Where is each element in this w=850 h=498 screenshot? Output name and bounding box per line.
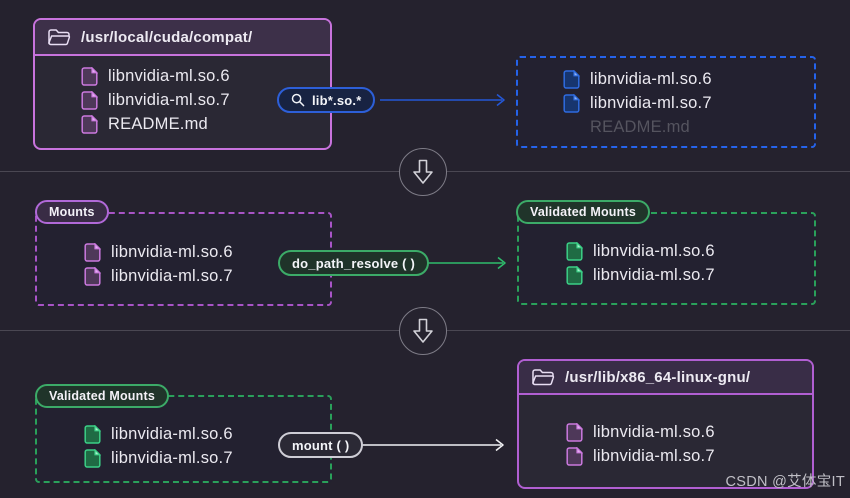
file-list: libnvidia-ml.so.6 libnvidia-ml.so.7 xyxy=(519,395,812,468)
file-list: libnvidia-ml.so.6 libnvidia-ml.so.7 xyxy=(37,397,330,470)
file-row: libnvidia-ml.so.6 xyxy=(563,68,814,91)
file-name: libnvidia-ml.so.7 xyxy=(111,267,233,285)
source-directory-box: /usr/local/cuda/compat/ libnvidia-ml.so.… xyxy=(33,18,332,150)
directory-path: /usr/local/cuda/compat/ xyxy=(81,28,253,46)
file-icon xyxy=(81,91,98,110)
mounts-tag: Mounts xyxy=(35,200,109,224)
file-name: libnvidia-ml.so.6 xyxy=(593,423,715,441)
file-icon xyxy=(84,449,101,468)
file-row: libnvidia-ml.so.6 xyxy=(566,421,812,444)
watermark: CSDN @艾体宝IT xyxy=(725,474,845,490)
folder-icon xyxy=(532,368,555,385)
file-icon xyxy=(81,67,98,86)
file-name: libnvidia-ml.so.6 xyxy=(111,243,233,261)
file-row: libnvidia-ml.so.6 xyxy=(84,423,330,446)
validated-mounts-tag: Validated Mounts xyxy=(35,384,169,408)
filtered-files-box: libnvidia-ml.so.6 libnvidia-ml.so.7 READ… xyxy=(516,56,816,148)
file-name: libnvidia-ml.so.7 xyxy=(111,449,233,467)
file-list: libnvidia-ml.so.6 libnvidia-ml.so.7 xyxy=(37,214,330,288)
file-name: libnvidia-ml.so.7 xyxy=(108,91,230,109)
flow-arrow-green xyxy=(417,256,506,270)
validated-mounts-tag-label: Validated Mounts xyxy=(49,389,155,403)
file-row: libnvidia-ml.so.7 xyxy=(566,264,814,287)
directory-path: /usr/lib/x86_64-linux-gnu/ xyxy=(565,368,751,386)
glob-filter-label: lib*.so.* xyxy=(312,92,362,108)
file-row: libnvidia-ml.so.6 xyxy=(566,240,814,263)
file-name: libnvidia-ml.so.7 xyxy=(593,266,715,284)
validated-mounts-tag-label: Validated Mounts xyxy=(530,205,636,219)
file-icon xyxy=(563,94,580,113)
file-name: README.md xyxy=(590,118,690,136)
file-name: README.md xyxy=(108,115,208,133)
directory-header: /usr/local/cuda/compat/ xyxy=(35,20,330,56)
file-icon xyxy=(566,423,583,442)
file-icon xyxy=(563,70,580,89)
flow-arrow-white xyxy=(353,438,504,452)
file-icon xyxy=(84,267,101,286)
file-list: libnvidia-ml.so.6 libnvidia-ml.so.7 READ… xyxy=(518,58,814,139)
file-icon xyxy=(81,115,98,134)
file-name: libnvidia-ml.so.6 xyxy=(593,242,715,260)
validated-mounts-tag: Validated Mounts xyxy=(516,200,650,224)
resolve-function-pill: do_path_resolve ( ) xyxy=(278,250,429,276)
file-name: libnvidia-ml.so.6 xyxy=(108,67,230,85)
file-name: libnvidia-ml.so.7 xyxy=(593,447,715,465)
down-arrow-icon xyxy=(413,159,433,184)
file-icon xyxy=(566,447,583,466)
folder-icon xyxy=(48,28,71,45)
file-row: libnvidia-ml.so.7 xyxy=(84,265,330,288)
file-name: libnvidia-ml.so.6 xyxy=(590,70,712,88)
file-row: README.md xyxy=(81,113,330,136)
target-directory-box: /usr/lib/x86_64-linux-gnu/ libnvidia-ml.… xyxy=(517,359,814,489)
file-row: libnvidia-ml.so.7 xyxy=(566,445,812,468)
file-icon xyxy=(84,425,101,444)
file-row: libnvidia-ml.so.7 xyxy=(84,447,330,470)
step-down-badge-2 xyxy=(399,307,447,355)
search-icon xyxy=(291,93,305,107)
file-row: libnvidia-ml.so.6 xyxy=(81,65,330,88)
file-icon xyxy=(84,243,101,262)
file-row: libnvidia-ml.so.7 xyxy=(563,92,814,115)
step-down-badge-1 xyxy=(399,148,447,196)
file-name: libnvidia-ml.so.7 xyxy=(590,94,712,112)
mount-function-label: mount ( ) xyxy=(292,437,350,453)
excluded-file-row: README.md xyxy=(563,116,814,139)
mount-function-pill: mount ( ) xyxy=(278,432,364,458)
glob-filter-pill: lib*.so.* xyxy=(277,87,376,113)
file-name: libnvidia-ml.so.6 xyxy=(111,425,233,443)
validated-mounts-box: libnvidia-ml.so.6 libnvidia-ml.so.7 xyxy=(35,395,332,483)
validated-mounts-box: libnvidia-ml.so.6 libnvidia-ml.so.7 xyxy=(517,212,816,305)
file-icon xyxy=(566,242,583,261)
file-row: libnvidia-ml.so.7 xyxy=(81,89,330,112)
directory-header: /usr/lib/x86_64-linux-gnu/ xyxy=(519,361,812,395)
mounts-tag-label: Mounts xyxy=(49,205,95,219)
file-list: libnvidia-ml.so.6 libnvidia-ml.so.7 READ… xyxy=(35,56,330,136)
file-icon xyxy=(566,266,583,285)
resolve-function-label: do_path_resolve ( ) xyxy=(292,255,415,271)
file-list: libnvidia-ml.so.6 libnvidia-ml.so.7 xyxy=(519,214,814,287)
flow-arrow-blue xyxy=(380,93,505,107)
down-arrow-icon xyxy=(413,318,433,343)
file-row: libnvidia-ml.so.6 xyxy=(84,241,330,264)
